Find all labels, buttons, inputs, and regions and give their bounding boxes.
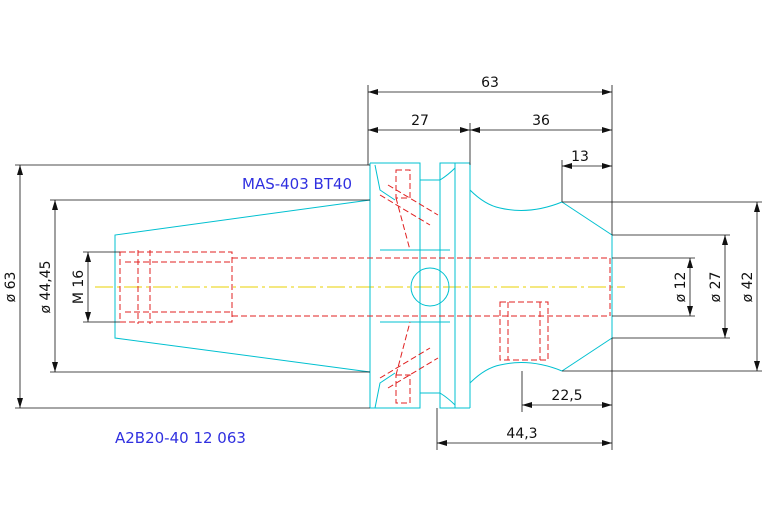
dim-dia-42: ø 42 [740, 272, 756, 303]
dim-nose-length: 13 [571, 149, 589, 165]
dim-projection-length: 44,3 [506, 426, 537, 442]
drawing-title: MAS-403 BT40 [242, 175, 352, 193]
dim-taper-length: 27 [411, 113, 429, 129]
dim-dia-12: ø 12 [673, 272, 689, 303]
dim-overall-length: 63 [481, 75, 499, 91]
dimension-lines [15, 85, 762, 450]
hidden-lines [119, 169, 611, 404]
holder-outline [114, 162, 613, 409]
dimension-arrows [17, 89, 760, 446]
dim-thread-m16: M 16 [71, 270, 87, 304]
dim-dia-63: ø 63 [3, 272, 19, 303]
dim-dia-27: ø 27 [708, 272, 724, 303]
part-number: A2B20-40 12 063 [115, 429, 246, 447]
dim-dia-44-45: ø 44,45 [38, 260, 54, 313]
dim-bore-depth: 22,5 [551, 388, 582, 404]
dim-body-length: 36 [532, 113, 550, 129]
